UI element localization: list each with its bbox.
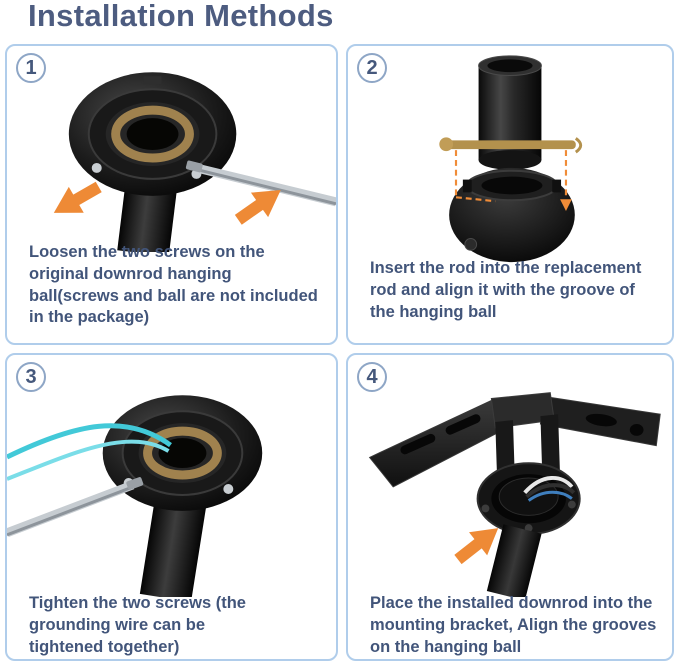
step-1-photo [53, 72, 336, 252]
orange-arrow-icon [454, 528, 499, 565]
step-number: 1 [25, 56, 37, 79]
mounting-bracket [368, 392, 661, 488]
step-caption: Tighten the two screws (the grounding wi… [29, 594, 246, 656]
step-number: 2 [366, 56, 378, 79]
downrod [486, 524, 542, 597]
step-caption: Insert the rod into the replacement rod … [370, 259, 642, 321]
step-number: 3 [25, 365, 37, 388]
page-title: Installation Methods [28, 0, 334, 33]
step-panel-1: 1 [5, 44, 338, 345]
screwdriver [7, 477, 144, 538]
alignment-dashed-guide [454, 150, 568, 203]
replacement-rod [478, 55, 542, 170]
step-2-photo [439, 55, 583, 263]
orange-arrow-icon [234, 190, 281, 225]
brass-pin [439, 137, 583, 154]
orange-arrowhead-icon [560, 199, 572, 212]
step-caption: Loosen the two screws on the original do… [29, 243, 318, 327]
grounding-wire [7, 423, 172, 481]
step-number-badge: 4 [357, 362, 387, 392]
step-number: 4 [366, 365, 378, 388]
hanging-ball [102, 395, 263, 511]
step-number-badge: 1 [16, 53, 46, 83]
step-number-badge: 2 [357, 53, 387, 83]
step-caption: Place the installed downrod into the mou… [370, 594, 657, 656]
step-panel-3: 3 [5, 353, 338, 661]
step-number-badge: 3 [16, 362, 46, 392]
orange-arrow-icon [53, 181, 102, 213]
step-panel-4: 4 [346, 353, 674, 661]
step-3-photo [7, 395, 263, 597]
hanging-ball [449, 167, 575, 263]
hanging-ball [68, 72, 237, 196]
step-4-photo [368, 392, 661, 597]
fan-wires [523, 476, 576, 502]
screwdriver [185, 160, 336, 207]
hanging-ball-in-bracket [476, 462, 581, 535]
step-panel-2: 2 [346, 44, 674, 345]
